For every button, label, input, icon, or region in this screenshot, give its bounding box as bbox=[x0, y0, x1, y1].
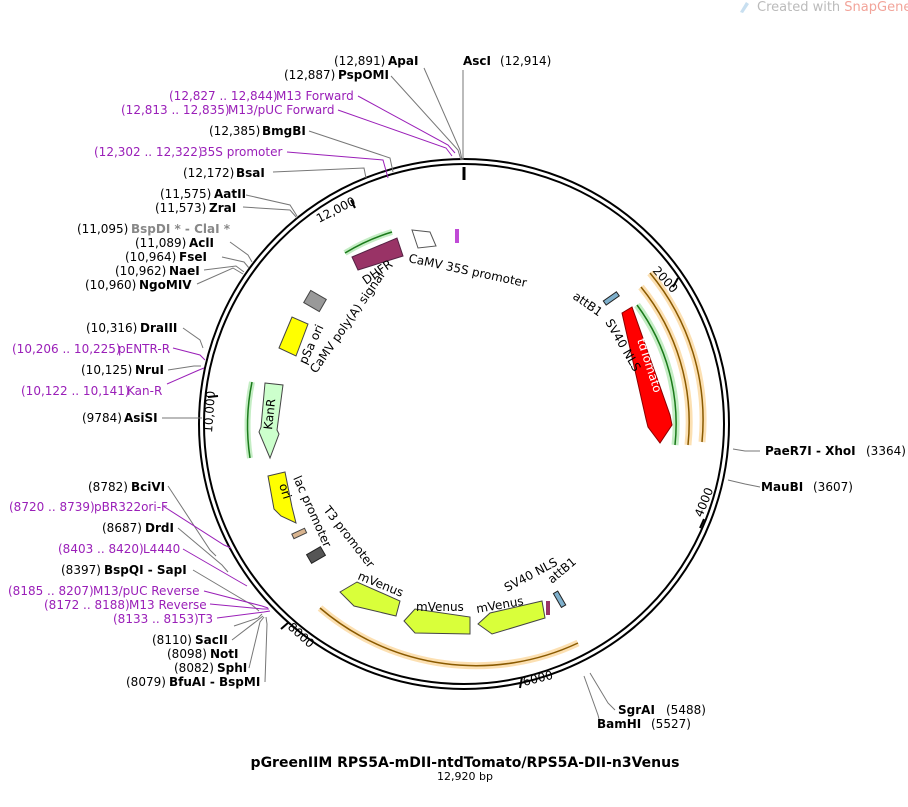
site-pos: (11,573) bbox=[155, 201, 206, 215]
svg-text:Created with SnapGene®: Created with SnapGene® bbox=[757, 0, 908, 15]
site-name-asci: AscI bbox=[463, 54, 491, 68]
feature-label-mvenus-2: mVenus bbox=[416, 600, 464, 614]
site-name-sgrai: SgrAI bbox=[618, 703, 655, 717]
tick-8000: 8000 bbox=[285, 620, 317, 651]
site-name-maubi: MauBI bbox=[761, 480, 803, 494]
feature-pos: (8133 .. 8153) bbox=[113, 612, 199, 626]
feature-pos: (8172 .. 8188) bbox=[44, 598, 130, 612]
site-pos: (12,887) bbox=[284, 68, 335, 82]
feature-name-l4440: L4440 bbox=[143, 542, 180, 556]
feature-name-t3: T3 bbox=[197, 612, 213, 626]
site-leader-lines bbox=[162, 67, 761, 724]
feature-label-camv-polya: CaMV poly(A) signal bbox=[307, 269, 388, 376]
site-name-paer7i-xhoi: PaeR7I - XhoI bbox=[765, 444, 856, 458]
site-name-drdi: DrdI bbox=[145, 521, 174, 535]
site-name-sacii: SacII bbox=[195, 633, 228, 647]
site-pos: (12,891) bbox=[334, 54, 385, 68]
feature-name-pbr322ori-f: pBR322ori-F bbox=[94, 500, 168, 514]
feature-name-m13-puc-forward: M13/pUC Forward bbox=[228, 103, 335, 117]
feature-label-attb1-top: attB1 bbox=[570, 289, 605, 319]
site-pos: (11,089) bbox=[135, 236, 186, 250]
feature-pos: (10,122 .. 10,141) bbox=[21, 384, 130, 398]
site-name-bsai: BsaI bbox=[236, 166, 265, 180]
feature-pos: (8403 .. 8420) bbox=[58, 542, 144, 556]
plasmid-length: 12,920 bp bbox=[437, 770, 493, 783]
site-pos: (8397) bbox=[61, 563, 101, 577]
site-name-bmgbi: BmgBI bbox=[262, 124, 306, 138]
site-name-zrai: ZraI bbox=[209, 201, 236, 215]
feature-pos: (10,206 .. 10,225) bbox=[12, 342, 121, 356]
watermark-prefix: Created with bbox=[757, 0, 844, 15]
site-pos: (11,095) bbox=[77, 222, 128, 236]
site-name-bfuai-bspmi: BfuAI - BspMI bbox=[169, 675, 260, 689]
feature-name-pentr-r: pENTR-R bbox=[118, 342, 170, 356]
tick-10000: 10,000 bbox=[201, 390, 218, 433]
feature-label-ori: ori bbox=[276, 482, 294, 501]
site-pos: (3607) bbox=[813, 480, 853, 494]
site-name-pspomi: PspOMI bbox=[338, 68, 389, 82]
site-name-acli: AclI bbox=[189, 236, 214, 250]
feature-name-m13-reverse: M13 Reverse bbox=[129, 598, 207, 612]
site-pos: (11,575) bbox=[160, 187, 211, 201]
watermark-brand: SnapGene bbox=[844, 0, 908, 15]
site-name-noti: NotI bbox=[210, 647, 239, 661]
site-labels-right: PaeR7I - XhoI (3364) MauBI (3607) SgrAI … bbox=[597, 444, 906, 731]
site-name-draiii: DraIII bbox=[140, 321, 177, 335]
site-pos: (5488) bbox=[666, 703, 706, 717]
site-name-naei: NaeI bbox=[169, 264, 200, 278]
feature-name-m13-forward: M13 Forward bbox=[276, 89, 354, 103]
watermark: Created with SnapGene® bbox=[740, 0, 908, 15]
feature-leader-lines bbox=[162, 95, 456, 619]
site-pos: (12,172) bbox=[183, 166, 234, 180]
snapgene-logo-icon bbox=[740, 2, 749, 13]
feature-name-m13-puc-reverse: M13/pUC Reverse bbox=[93, 584, 200, 598]
site-name-bspdi-clai: BspDI * - ClaI * bbox=[131, 222, 231, 236]
site-name-aatii: AatII bbox=[214, 187, 246, 201]
site-name-fsei: FseI bbox=[179, 250, 207, 264]
site-pos: (10,964) bbox=[125, 250, 176, 264]
tick-6000: 6000 bbox=[521, 668, 554, 689]
feature-shapes bbox=[244, 229, 707, 670]
site-name-bspqi-sapi: BspQI - SapI bbox=[104, 563, 187, 577]
site-pos: (5527) bbox=[651, 717, 691, 731]
site-name-bamhi: BamHI bbox=[597, 717, 641, 731]
site-name-ngomiv: NgoMIV bbox=[139, 278, 192, 292]
site-pos: (10,960) bbox=[85, 278, 136, 292]
feature-pos: (8720 .. 8739) bbox=[9, 500, 95, 514]
site-pos: (3364) bbox=[866, 444, 906, 458]
site-pos: (10,962) bbox=[115, 264, 166, 278]
site-pos: (8079) bbox=[126, 675, 166, 689]
feature-pos: (12,813 .. 12,835) bbox=[121, 103, 230, 117]
tdtomato-arrow bbox=[621, 306, 673, 444]
feature-pos: (8185 .. 8207) bbox=[8, 584, 94, 598]
site-labels-bottom: (8782) BciVI (8720 .. 8739) pBR322ori-F … bbox=[8, 480, 260, 689]
feature-name-kan-r: Kan-R bbox=[127, 384, 162, 398]
site-labels-top: (12,891) ApaI AscI (12,914) (12,887) Psp… bbox=[12, 54, 551, 425]
site-pos: (12,914) bbox=[500, 54, 551, 68]
feature-name-35s-promoter: 35S promoter bbox=[200, 145, 282, 159]
site-pos: (8082) bbox=[174, 661, 214, 675]
plasmid-title: pGreenIIM RPS5A-mDII-ntdTomato/RPS5A-DII… bbox=[251, 755, 680, 771]
site-name-nrui: NruI bbox=[135, 363, 164, 377]
site-pos: (12,385) bbox=[209, 124, 260, 138]
backbone-inner bbox=[203, 163, 725, 685]
site-name-asisi: AsiSI bbox=[124, 411, 158, 425]
backbone-outer bbox=[198, 158, 730, 690]
site-name-bcivi: BciVI bbox=[131, 480, 165, 494]
feature-pos: (12,302 .. 12,322) bbox=[94, 145, 203, 159]
feature-label-camv-35s-promoter: CaMV 35S promoter bbox=[407, 251, 528, 290]
site-name-apai: ApaI bbox=[388, 54, 418, 68]
feature-label-kanr: KanR bbox=[261, 398, 278, 430]
site-pos: (8098) bbox=[167, 647, 207, 661]
feature-pos: (12,827 .. 12,844) bbox=[169, 89, 278, 103]
site-pos: (9784) bbox=[82, 411, 122, 425]
site-pos: (8687) bbox=[102, 521, 142, 535]
site-pos: (8110) bbox=[152, 633, 192, 647]
site-pos: (8782) bbox=[88, 480, 128, 494]
site-pos: (10,125) bbox=[81, 363, 132, 377]
site-pos: (10,316) bbox=[86, 321, 137, 335]
site-name-sphi: SphI bbox=[217, 661, 247, 675]
